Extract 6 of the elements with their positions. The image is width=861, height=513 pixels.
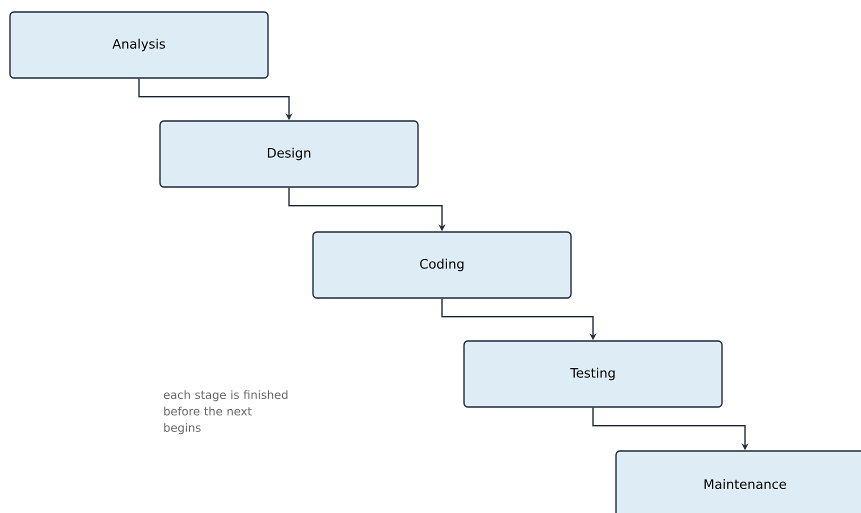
note-text: each stage is finished before the next begins	[164, 390, 288, 434]
process-box: Maintenance	[615, 450, 861, 513]
process-box: Testing	[463, 340, 723, 408]
process-box: Coding	[312, 231, 572, 299]
process-box: Analysis	[9, 11, 269, 79]
process-box: Design	[159, 120, 419, 188]
